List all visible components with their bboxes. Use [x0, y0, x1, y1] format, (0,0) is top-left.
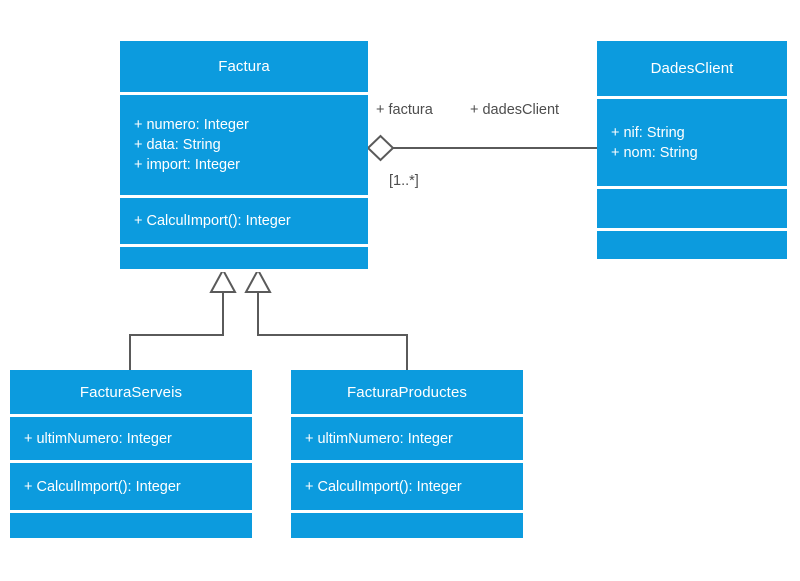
class-name-facturaproductes: FacturaProductes	[291, 370, 523, 414]
attribute-row: + nom: String	[611, 144, 698, 161]
generalization-edge-facturaserveis	[129, 267, 237, 370]
class-box-dadesclient[interactable]: DadesClient + nif: String + nom: String	[597, 41, 787, 268]
association-role-source-label: + factura	[376, 102, 433, 118]
class-attributes-facturaproductes: + ultimNumero: Integer	[291, 417, 523, 460]
attribute-row: + ultimNumero: Integer	[24, 430, 172, 447]
class-attributes-facturaserveis: + ultimNumero: Integer	[10, 417, 252, 460]
class-attributes-dadesclient: + nif: String + nom: String	[597, 99, 787, 186]
class-box-factura[interactable]: Factura + numero: Integer + data: String…	[120, 41, 368, 272]
class-extra-compartment-facturaproductes	[291, 513, 523, 538]
class-name-factura: Factura	[120, 41, 368, 92]
attribute-row: + import: Integer	[134, 157, 240, 173]
class-operations-factura: + CalculImport(): Integer	[120, 198, 368, 244]
operation-row: + CalculImport(): Integer	[24, 478, 181, 495]
association-role-target-label: + dadesClient	[470, 102, 560, 118]
class-extra-compartment-factura	[120, 247, 368, 269]
aggregation-edge	[366, 134, 597, 162]
class-extra-compartment-facturaserveis	[10, 513, 252, 538]
attribute-row: + numero: Integer	[134, 117, 249, 133]
class-name-facturaserveis: FacturaServeis	[10, 370, 252, 414]
generalization-line-facturaproductes	[257, 292, 408, 370]
attribute-row: + nif: String	[611, 124, 685, 141]
generalization-triangle-icon-facturaserveis	[209, 267, 237, 293]
operation-row: + CalculImport(): Integer	[134, 213, 291, 229]
class-extra-compartment-dadesclient	[597, 231, 787, 259]
class-operations-facturaproductes: + CalculImport(): Integer	[291, 463, 523, 510]
operation-row: + CalculImport(): Integer	[305, 478, 462, 495]
attribute-row: + data: String	[134, 137, 221, 153]
generalization-line-facturaserveis	[129, 292, 224, 370]
generalization-edge-facturaproductes	[244, 267, 408, 370]
class-name-dadesclient: DadesClient	[597, 41, 787, 96]
association-multiplicity-source-label: [1..*]	[389, 173, 419, 189]
class-box-facturaserveis[interactable]: FacturaServeis + ultimNumero: Integer + …	[10, 370, 252, 540]
aggregation-diamond-icon	[366, 134, 395, 162]
class-attributes-factura: + numero: Integer + data: String + impor…	[120, 95, 368, 195]
attribute-row: + ultimNumero: Integer	[305, 430, 453, 447]
class-operations-facturaserveis: + CalculImport(): Integer	[10, 463, 252, 510]
class-operations-dadesclient	[597, 189, 787, 228]
generalization-triangle-icon-facturaproductes	[244, 267, 272, 293]
class-box-facturaproductes[interactable]: FacturaProductes + ultimNumero: Integer …	[291, 370, 523, 540]
